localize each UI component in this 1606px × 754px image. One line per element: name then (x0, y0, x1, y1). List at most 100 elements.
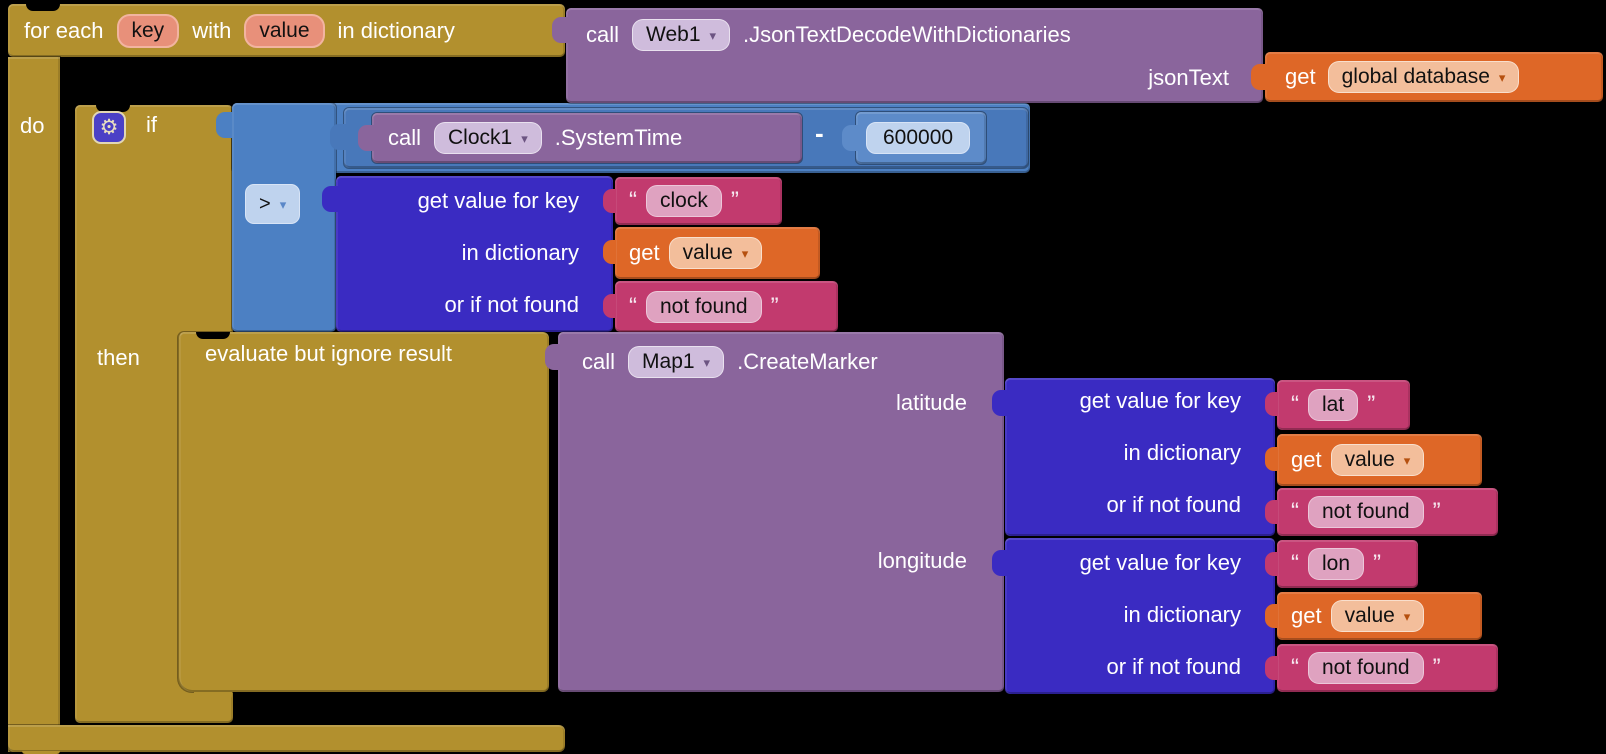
chevron-down-icon: ▾ (1403, 608, 1411, 624)
block-text-lat[interactable]: “ lat ” (1277, 380, 1410, 430)
or-if-not-found-label: or if not found (1106, 654, 1241, 679)
block-text-not-found-1[interactable]: “ not found ” (615, 281, 838, 332)
text-field-not-found[interactable]: not found (646, 290, 762, 323)
variable-dropdown-value[interactable]: value ▾ (668, 237, 763, 269)
close-quote: ” (1367, 391, 1376, 418)
dropdown-value: Clock1 (448, 126, 513, 149)
gear-glyph: ⚙ (99, 116, 119, 139)
chevron-down-icon: ▾ (279, 196, 287, 212)
variable-dropdown-value[interactable]: value ▾ (1330, 444, 1425, 476)
variable-dropdown-global-database[interactable]: global database ▾ (1327, 61, 1520, 93)
latitude-param-label: latitude (896, 390, 967, 415)
block-get-variable-value-1[interactable]: get value ▾ (615, 227, 820, 279)
block-call-map-createmarker[interactable]: call Map1 ▾ .CreateMarker latitude longi… (558, 332, 1004, 692)
text-value: lon (1322, 552, 1351, 575)
block-for-each-dict-header[interactable]: for each key with value in dictionary (8, 4, 565, 57)
plug-connector (322, 186, 338, 212)
operator-value: > (259, 193, 271, 215)
open-quote: “ (629, 292, 637, 320)
text-value: clock (660, 189, 708, 212)
top-notch (196, 332, 230, 339)
close-quote: ” (730, 187, 739, 214)
block-text-clock[interactable]: “ clock ” (615, 177, 782, 225)
text-field-clock[interactable]: clock (646, 185, 722, 217)
plug-connector (216, 112, 232, 138)
text-value: not found (1322, 656, 1410, 679)
close-quote: ” (1432, 654, 1441, 681)
minus-operator: - (815, 118, 824, 148)
or-if-not-found-label: or if not found (1106, 492, 1241, 517)
text-field-lat[interactable]: lat (1308, 389, 1359, 421)
for-each-value-parameter[interactable]: value (244, 13, 325, 48)
plug-connector (1265, 500, 1278, 524)
block-call-web-jsontextdecode[interactable]: call Web1 ▾ .JsonTextDecodeWithDictionar… (566, 8, 1263, 103)
compare-operator-dropdown[interactable]: > ▾ (245, 184, 301, 224)
block-get-value-for-key-lon[interactable]: get value for key in dictionary or if no… (1005, 538, 1275, 694)
for-each-left-spine[interactable] (8, 57, 60, 752)
close-quote: ” (770, 292, 779, 320)
next-connector-nub (22, 751, 60, 754)
call-label: call (388, 125, 422, 150)
text-value: not found (1322, 500, 1410, 523)
get-label: get (1291, 447, 1322, 472)
call-label: call (582, 349, 616, 374)
plug-connector (552, 17, 568, 43)
longitude-param-label: longitude (877, 548, 967, 573)
block-get-value-for-key-lat[interactable]: get value for key in dictionary or if no… (1005, 378, 1275, 536)
dropdown-value: Map1 (642, 350, 695, 373)
component-dropdown-web1[interactable]: Web1 ▾ (632, 19, 731, 51)
plug-connector (330, 124, 346, 150)
plug-connector (545, 344, 561, 370)
text-field-lon[interactable]: lon (1308, 548, 1365, 580)
open-quote: “ (1291, 550, 1299, 577)
block-get-global-database[interactable]: get global database ▾ (1265, 52, 1603, 102)
evaluate-label: evaluate but ignore result (205, 341, 453, 366)
chevron-down-icon: ▾ (703, 354, 711, 370)
for-each-bottom-bar[interactable] (8, 725, 565, 752)
block-number[interactable]: 600000 (856, 112, 986, 164)
block-call-clock-systemtime[interactable]: call Clock1 ▾ .SystemTime (372, 113, 802, 163)
for-each-key-parameter[interactable]: key (116, 13, 180, 48)
dropdown-value: Web1 (646, 23, 701, 46)
open-quote: “ (629, 187, 637, 214)
block-get-value-for-key-clock[interactable]: get value for key in dictionary or if no… (336, 176, 613, 332)
dropdown-value: global database (1341, 65, 1490, 88)
block-text-not-found-2[interactable]: “ not found ” (1277, 488, 1498, 536)
get-value-for-key-label: get value for key (417, 188, 579, 213)
text-field-not-found[interactable]: not found (1308, 496, 1424, 528)
plug-connector (1265, 604, 1278, 628)
block-evaluate-but-ignore[interactable]: evaluate but ignore result (178, 332, 549, 692)
block-text-not-found-3[interactable]: “ not found ” (1277, 644, 1498, 692)
call-label: call (586, 22, 620, 47)
block-get-variable-value-2[interactable]: get value ▾ (1277, 434, 1482, 486)
text-field-not-found[interactable]: not found (1308, 652, 1424, 684)
for-each-do-label: do (20, 113, 45, 138)
for-each-label-suffix: in dictionary (337, 17, 455, 43)
jsontext-param-label: jsonText (1148, 65, 1229, 90)
chevron-down-icon: ▾ (1403, 452, 1411, 468)
dropdown-value: value (1344, 448, 1395, 471)
key-parameter-label: key (131, 18, 165, 42)
number-field[interactable]: 600000 (866, 122, 971, 154)
get-value-for-key-label: get value for key (1079, 388, 1241, 413)
plug-connector (1265, 447, 1278, 471)
chevron-down-icon: ▾ (741, 245, 749, 261)
gear-icon[interactable]: ⚙ (92, 111, 126, 144)
variable-dropdown-value[interactable]: value ▾ (1330, 600, 1425, 632)
component-dropdown-map1[interactable]: Map1 ▾ (628, 346, 725, 378)
block-text-lon[interactable]: “ lon ” (1277, 540, 1418, 588)
plug-connector (1265, 392, 1278, 416)
chevron-down-icon: ▾ (709, 27, 717, 43)
method-label: .SystemTime (554, 125, 683, 150)
in-dictionary-label: in dictionary (1123, 440, 1241, 465)
block-get-variable-value-3[interactable]: get value ▾ (1277, 592, 1482, 640)
get-label: get (1285, 64, 1316, 89)
plug-connector (842, 125, 858, 151)
if-label: if (146, 112, 157, 137)
plug-connector (992, 390, 1008, 416)
component-dropdown-clock1[interactable]: Clock1 ▾ (434, 122, 542, 154)
open-quote: “ (1291, 391, 1299, 418)
plug-connector (992, 550, 1008, 576)
plug-connector (603, 240, 616, 264)
